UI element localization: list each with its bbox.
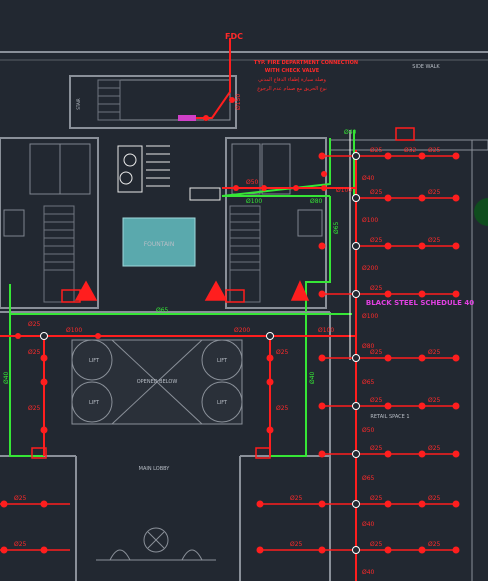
stair-left <box>43 205 75 303</box>
pipe-label: Ø25 <box>28 405 41 412</box>
riser-nodes <box>40 152 360 554</box>
pipe-label: Ø25 <box>370 397 383 404</box>
pipe-label: Ø100 <box>362 217 378 224</box>
pipe-label: Ø100 <box>246 198 262 205</box>
pipe-label: Ø65 <box>362 379 375 386</box>
pipe-label: Ø25 <box>28 321 41 328</box>
tree-icon <box>474 198 488 226</box>
pipe-label: Ø25 <box>28 349 41 356</box>
fdc-label: FDC <box>225 32 243 41</box>
pipe-label: Ø40 <box>362 175 375 182</box>
fdc-note-en-2: WITH CHECK VALVE <box>265 68 320 74</box>
building-walls <box>0 51 488 581</box>
lift-label-2: LIFT <box>89 400 100 406</box>
stair-top <box>97 79 121 121</box>
pipe-label: Ø50 <box>246 179 259 186</box>
lift-label-3: LIFT <box>217 358 228 364</box>
hose-cabinets <box>31 127 415 459</box>
pipe-label: Ø25 <box>370 189 383 196</box>
pipe-label: Ø150 <box>235 94 242 110</box>
pipe-label: Ø40 <box>362 521 375 528</box>
pipe-label: Ø40 <box>362 569 375 576</box>
pipe-label: Ø25 <box>370 147 383 154</box>
pipe-label: Ø25 <box>290 541 303 548</box>
pipe-label: Ø100 <box>362 313 378 320</box>
pipe-label: Ø25 <box>370 349 383 356</box>
retail-space-label: RETAIL SPACE 1 <box>370 414 409 420</box>
pipe-label: Ø200 <box>362 265 378 272</box>
stair-right <box>229 205 261 303</box>
fountain-basin <box>122 217 196 267</box>
pipe-label: Ø25 <box>290 495 303 502</box>
pipe-label: Ø25 <box>428 541 441 548</box>
pipe-label: Ø65 <box>156 307 169 314</box>
stair-label: STAIR <box>76 98 81 110</box>
pipe-label: Ø25 <box>370 285 383 292</box>
pipe-label: Ø25 <box>428 397 441 404</box>
pipe-label: Ø50 <box>362 427 375 434</box>
schedule-note: BLACK STEEL SCHEDULE 40 <box>366 299 474 307</box>
pipe-label: Ø25 <box>428 237 441 244</box>
pipe-label: Ø25 <box>428 147 441 154</box>
pipe-label: Ø80 <box>310 198 323 205</box>
pipe-label: Ø65 <box>362 475 375 482</box>
sidewalk-label: SIDE WALK <box>412 64 440 70</box>
pipe-label: Ø100 <box>318 327 334 334</box>
pipe-size-labels: Ø25 Ø32 Ø25 Ø25 Ø25 Ø25 Ø25 Ø25 Ø25 Ø25 … <box>3 94 441 576</box>
pipe-label: Ø65 <box>333 221 340 234</box>
lift-core <box>71 339 243 425</box>
opened-below-label: OPENED BELOW <box>137 379 178 385</box>
pipe-label: Ø80 <box>362 343 375 350</box>
fdc-note-ar-2: نوع الحريق مع صمام عدم الرجوع <box>257 86 327 92</box>
pipe-label: Ø25 <box>428 445 441 452</box>
pipe-label: Ø25 <box>370 237 383 244</box>
pipe-label: Ø40 <box>344 129 357 136</box>
pipe-label: Ø25 <box>370 495 383 502</box>
sprinkler-mains <box>0 38 357 581</box>
pipe-label: Ø25 <box>370 541 383 548</box>
entrance-doors <box>96 527 216 561</box>
equipment-symbols <box>117 145 221 201</box>
pipe-label: Ø32 <box>404 147 417 154</box>
pipe-label: Ø100 <box>336 187 352 194</box>
pipe-label: Ø25 <box>428 495 441 502</box>
lift-label-4: LIFT <box>217 400 228 406</box>
pipe-label: Ø25 <box>428 189 441 196</box>
fdc-valve-icon <box>178 115 196 121</box>
pipe-label: Ø25 <box>14 541 27 548</box>
fdc-note-ar-1: وصلة سيارة إطفاء الدفاع المدني <box>258 77 326 83</box>
pipe-label: Ø25 <box>276 405 289 412</box>
fountain-label: FOUNTAIN <box>144 241 175 248</box>
pipe-label: Ø40 <box>3 371 10 384</box>
sprinkler-heads <box>0 97 460 554</box>
pipe-label: Ø25 <box>14 495 27 502</box>
pipe-label: Ø25 <box>428 349 441 356</box>
fdc-note-en-1: TYP. FIRE DEPARTMENT CONNECTION <box>254 60 358 66</box>
pipe-label: Ø200 <box>234 327 250 334</box>
main-lobby-label: MAIN LOBBY <box>139 466 171 472</box>
pipe-label: Ø40 <box>309 371 316 384</box>
pipe-label: Ø25 <box>276 349 289 356</box>
pipe-label: Ø100 <box>66 327 82 334</box>
pipe-label: Ø25 <box>370 445 383 452</box>
lift-label-1: LIFT <box>89 358 100 364</box>
